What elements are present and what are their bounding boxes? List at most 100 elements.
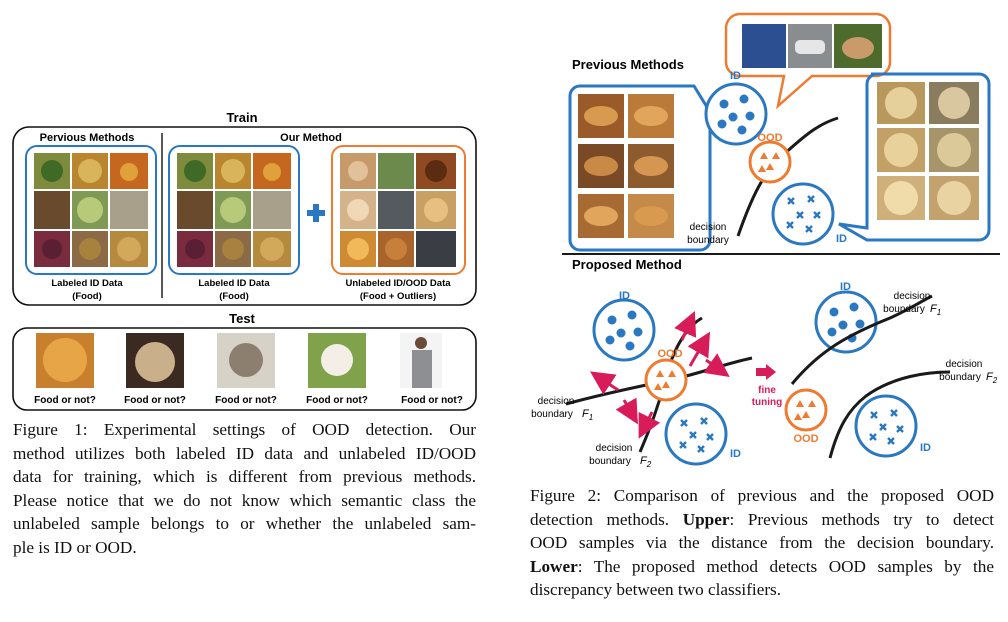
id-label: ID [920,442,931,454]
ood-label: OOD [793,433,818,445]
test-item-label: Food or not? [34,395,96,406]
ood-cluster-upper [748,140,792,184]
classifier-f1-label: F1 [930,303,941,317]
id-label: ID [840,281,851,293]
decision-boundary-label: boundary [939,372,981,383]
decision-boundary-label: decision [946,359,983,370]
decision-boundary-label: decision [894,291,931,302]
id-label: ID [730,70,741,82]
classifier-f2-label: F2 [986,371,998,385]
test-title: Test [229,311,255,326]
boundary-shift-arrows [590,311,730,439]
fine-tuning-label: fine [758,385,776,396]
caption-line: Lower: The proposed method detects OOD s… [530,556,994,576]
decision-boundary-label: decision [538,396,575,407]
fine-tuning-label: tuning [752,397,783,408]
ood-points [758,152,780,172]
test-item-label: Food or not? [215,395,277,406]
classifier-f1-label: F1 [582,408,593,422]
arrow-icon [615,397,638,425]
arrow-icon [703,353,730,377]
figure-2-caption: Figure 2: Comparison of previous and the… [530,484,994,602]
unlabeled-caption-1: Unlabeled ID/OOD Data [345,278,451,289]
ood-points [654,370,676,390]
id-label: ID [619,290,630,302]
caption-line: Please notice that we do not know which … [13,490,476,510]
test-box [12,327,477,411]
our-labeled-caption-1: Labeled ID Data [198,278,270,289]
id-label: ID [836,233,847,245]
id-image-box-right [838,72,991,242]
caption-line: discrepancy between two classifiers. [530,580,782,600]
id-label: ID [730,448,741,460]
id-points [827,302,865,343]
previous-food-grid [34,153,148,267]
burger-images [578,94,674,238]
decision-boundary-label: boundary [687,235,729,246]
decision-boundary-label: boundary [589,456,631,467]
our-food-grid [177,153,291,267]
classifier-f2-label: F2 [640,455,652,469]
decision-boundary-label: decision [690,222,727,233]
previous-methods-label: Pervious Methods [40,132,135,144]
unlabeled-image-grid [340,153,456,267]
caption-line: method utilizes both labeled ID data and… [13,443,476,463]
train-box [12,126,477,306]
proposed-method-title: Proposed Method [572,257,682,272]
ood-images [742,24,882,68]
classifier-f1-boundary-tuned [790,294,933,385]
previous-methods-title: Previous Methods [572,57,684,72]
decision-boundary-label: boundary [531,409,573,420]
unlabeled-box [331,145,466,275]
classifier-f2-boundary-tuned [828,370,951,459]
id-cluster-lower-left-crosses [664,402,728,466]
previous-labeled-caption-1: Labeled ID Data [51,278,123,289]
unlabeled-caption-2: (Food + Outliers) [360,291,436,302]
id-cluster-lower-right-crosses [854,394,918,458]
figure-2: Previous Methods [531,12,1000,469]
ood-points [794,400,816,420]
our-method-label: Our Method [280,132,342,144]
train-title: Train [226,110,257,125]
ood-thumb-shirt [742,24,786,68]
food-thumb [110,191,148,229]
ood-cluster-lower-left [644,358,688,402]
caption-line: OOD samples via the distance from the de… [530,533,994,553]
our-labeled-box [168,145,300,275]
fine-tuning-arrow-icon [756,364,776,380]
decision-boundary-label: decision [596,443,633,454]
previous-labeled-caption-2: (Food) [72,291,102,302]
decision-boundary-label: boundary [883,304,925,315]
figure-1: Train Pervious Methods Our Method Labele… [12,110,477,411]
id-cross-points [786,195,821,233]
figure-1-caption: Figure 1: Experimental settings of OOD d… [13,418,476,560]
ood-cluster-lower-right [784,388,828,432]
previous-labeled-box [25,145,157,275]
caption-line: Figure 2: Comparison of previous and the… [530,486,994,505]
id-points [717,94,755,135]
id-cross-points [869,409,904,445]
test-item-label: Food or not? [401,395,463,406]
caption-line: data for training, which is different fr… [13,467,476,487]
test-images [36,333,442,388]
plus-icon [307,204,325,222]
arrow-icon [590,371,619,395]
arrow-icon [687,331,711,367]
caption-line: ple is ID or OOD. [13,537,137,557]
id-cluster-upper-crosses [771,182,835,246]
ood-label: OOD [657,348,682,360]
test-item-label: Food or not? [124,395,186,406]
test-item-label: Food or not? [306,395,368,406]
arrow-icon [674,311,697,341]
pasta-images [877,82,979,220]
arrow-icon [638,411,661,439]
caption-line: Figure 1: Experimental settings of OOD d… [13,420,476,439]
food-thumb [34,191,70,229]
ood-label: OOD [757,132,782,144]
id-points [605,310,643,351]
id-cross-points [679,417,714,453]
our-labeled-caption-2: (Food) [219,291,249,302]
id-image-box-left [568,84,741,252]
caption-line: detection methods. Upper: Previous metho… [530,509,994,529]
caption-line: unlabeled sample belongs to or whether t… [13,514,476,534]
